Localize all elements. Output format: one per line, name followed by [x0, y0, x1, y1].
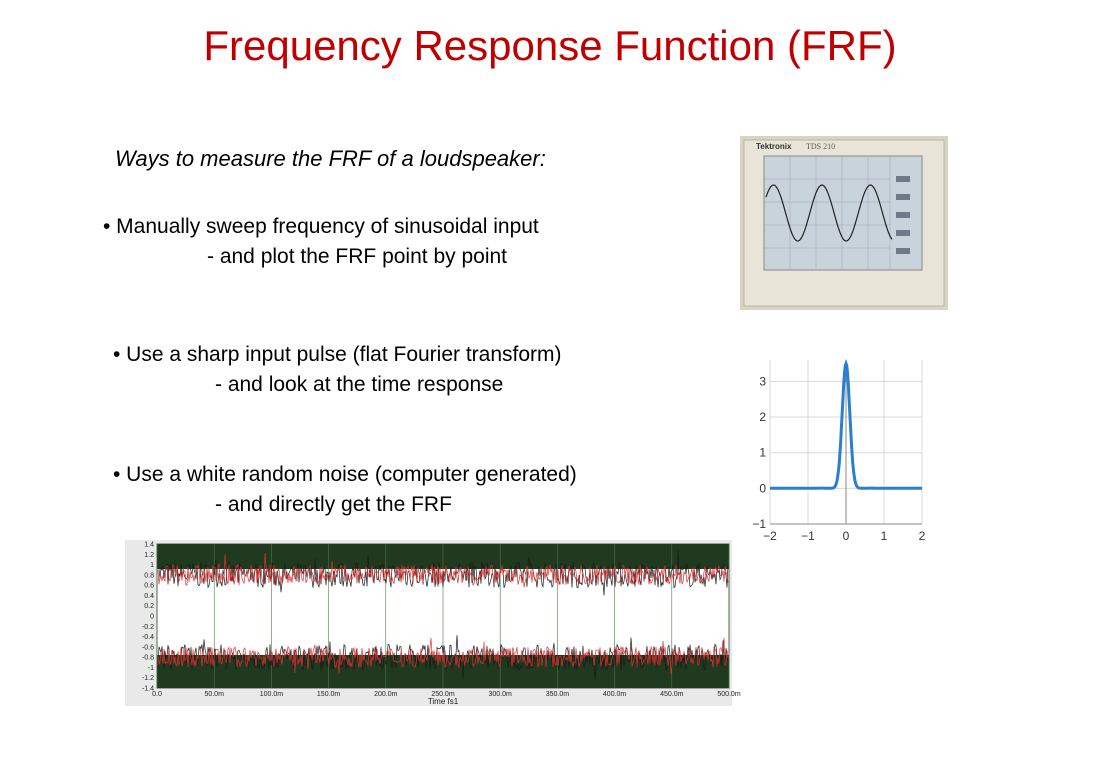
bullet-subline: - and look at the time response: [215, 373, 504, 396]
bullet-line: • Use a white random noise (computer gen…: [113, 463, 577, 486]
noise-y-tick: 1.2: [144, 552, 154, 559]
slide-subtitle: Ways to measure the FRF of a loudspeaker…: [115, 146, 546, 171]
noise-series-trace: [157, 637, 729, 675]
noise-y-tick: -0.8: [142, 655, 154, 662]
bullet-pulse: • Use a sharp input pulse (flat Fourier …: [113, 340, 562, 400]
bullet-sweep: • Manually sweep frequency of sinusoidal…: [103, 212, 539, 272]
noise-x-tick: 150.0m: [317, 691, 341, 698]
scope-sine-trace: [765, 184, 893, 242]
scope-grid: [764, 156, 891, 270]
bullet-noise: • Use a white random noise (computer gen…: [113, 460, 577, 520]
pulse-x-tick: 0: [843, 529, 850, 543]
noise-y-tick: 0.4: [144, 593, 154, 600]
slide-title: Frequency Response Function (FRF): [203, 22, 897, 69]
bullet-subline: - and plot the FRF point by point: [207, 245, 507, 268]
bullet-line: • Use a sharp input pulse (flat Fourier …: [113, 343, 562, 366]
pulse-y-tick: 2: [759, 410, 766, 424]
oscilloscope-photo: Tektronix TDS 210: [740, 136, 948, 310]
noise-y-tick: -0.6: [142, 644, 154, 651]
noise-x-tick: 450.0m: [660, 691, 684, 698]
noise-y-tick: 0: [150, 614, 154, 621]
scope-model: TDS 210: [806, 142, 835, 151]
noise-x-tick: 400.0m: [603, 691, 627, 698]
bullet-subline: - and directly get the FRF: [215, 493, 452, 516]
pulse-x-tick: −2: [763, 529, 777, 543]
noise-x-tick: 100.0m: [260, 691, 284, 698]
noise-y-tick: -0.2: [142, 624, 154, 631]
noise-y-tick: 0.6: [144, 583, 154, 590]
noise-x-tick: 250.0m: [431, 691, 455, 698]
noise-series-trace: [157, 635, 729, 680]
scope-brand: Tektronix: [756, 142, 792, 151]
noise-y-tick: 0.2: [144, 603, 154, 610]
pulse-y-tick: 3: [759, 374, 766, 388]
scope-menu-buttons: [896, 176, 910, 254]
noise-y-tick: -1: [148, 665, 154, 672]
noise-x-tick: 0.0: [152, 691, 162, 698]
noise-series-trace: [157, 552, 729, 588]
noise-x-tick: 200.0m: [374, 691, 398, 698]
noise-y-tick: -0.4: [142, 634, 154, 641]
noise-x-tick: 300.0m: [489, 691, 513, 698]
pulse-y-tick: 1: [759, 446, 766, 460]
pulse-x-tick: −1: [801, 529, 815, 543]
bullet-line: • Manually sweep frequency of sinusoidal…: [103, 215, 539, 238]
noise-y-tick: 1.4: [144, 542, 154, 549]
pulse-y-tick: 0: [759, 481, 766, 495]
pulse-x-tick: 2: [919, 529, 926, 543]
noise-y-tick: 1: [150, 562, 154, 569]
pulse-series-line: [770, 358, 922, 490]
noise-y-tick: -1.2: [142, 675, 154, 682]
noise-x-tick: 500.0m: [717, 691, 741, 698]
noise-chart: 1.4 1.2 1 0.8 0.6 0.4 0.2 0 -0.2 -0.4 -0.6 -0.8 -1 -1…: [125, 540, 741, 706]
pulse-x-tick: 1: [881, 529, 888, 543]
noise-y-tick: -1.4: [142, 686, 154, 693]
pulse-y-tick: −1: [752, 517, 766, 531]
noise-y-tick: 0.8: [144, 572, 154, 579]
noise-x-tick: 350.0m: [546, 691, 570, 698]
noise-x-tick: 50.0m: [204, 691, 224, 698]
noise-x-axis-label: Time fs1: [428, 697, 459, 706]
